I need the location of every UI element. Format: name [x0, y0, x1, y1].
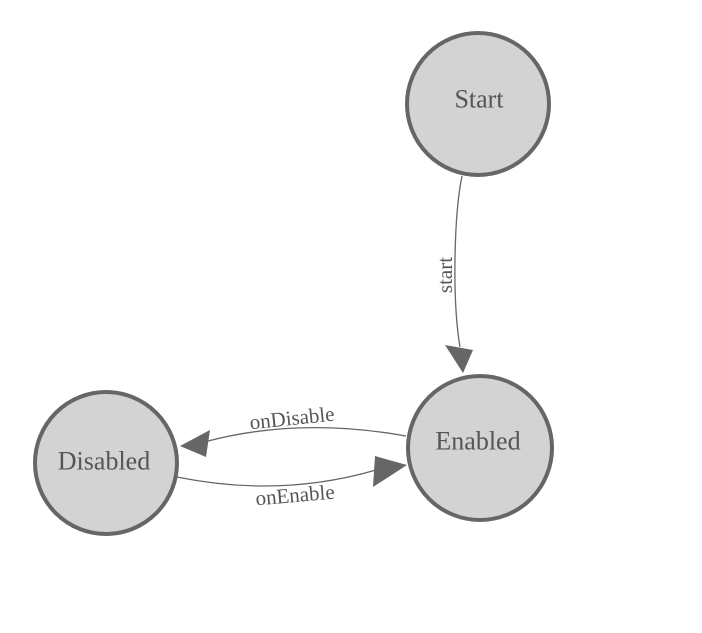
node-disabled-label: Disabled: [58, 447, 150, 476]
node-enabled: Enabled: [406, 374, 554, 522]
edge-start-to-enabled: start: [433, 175, 473, 373]
edge-label-on-disable: onDisable: [248, 402, 335, 435]
edge-line-disabled-to-enabled: [176, 469, 377, 487]
edge-line-start-to-enabled: [454, 175, 463, 348]
node-disabled: Disabled: [33, 390, 179, 536]
node-disabled-circle: [33, 390, 179, 536]
edge-label-on-enable: onEnable: [254, 480, 335, 511]
arrowhead-icon: [445, 345, 473, 373]
node-start: Start: [405, 31, 551, 177]
node-start-circle: [405, 31, 551, 177]
node-enabled-label: Enabled: [435, 427, 520, 456]
arrowhead-icon: [373, 456, 407, 487]
arrowhead-icon: [180, 430, 210, 457]
edge-label-start: start: [433, 257, 457, 293]
edge-disabled-to-enabled: onEnable: [176, 456, 407, 511]
edge-enabled-to-disabled: onDisable: [180, 402, 407, 457]
node-start-label: Start: [454, 85, 504, 114]
edge-line-enabled-to-disabled: [207, 426, 407, 442]
node-enabled-circle: [406, 374, 554, 522]
